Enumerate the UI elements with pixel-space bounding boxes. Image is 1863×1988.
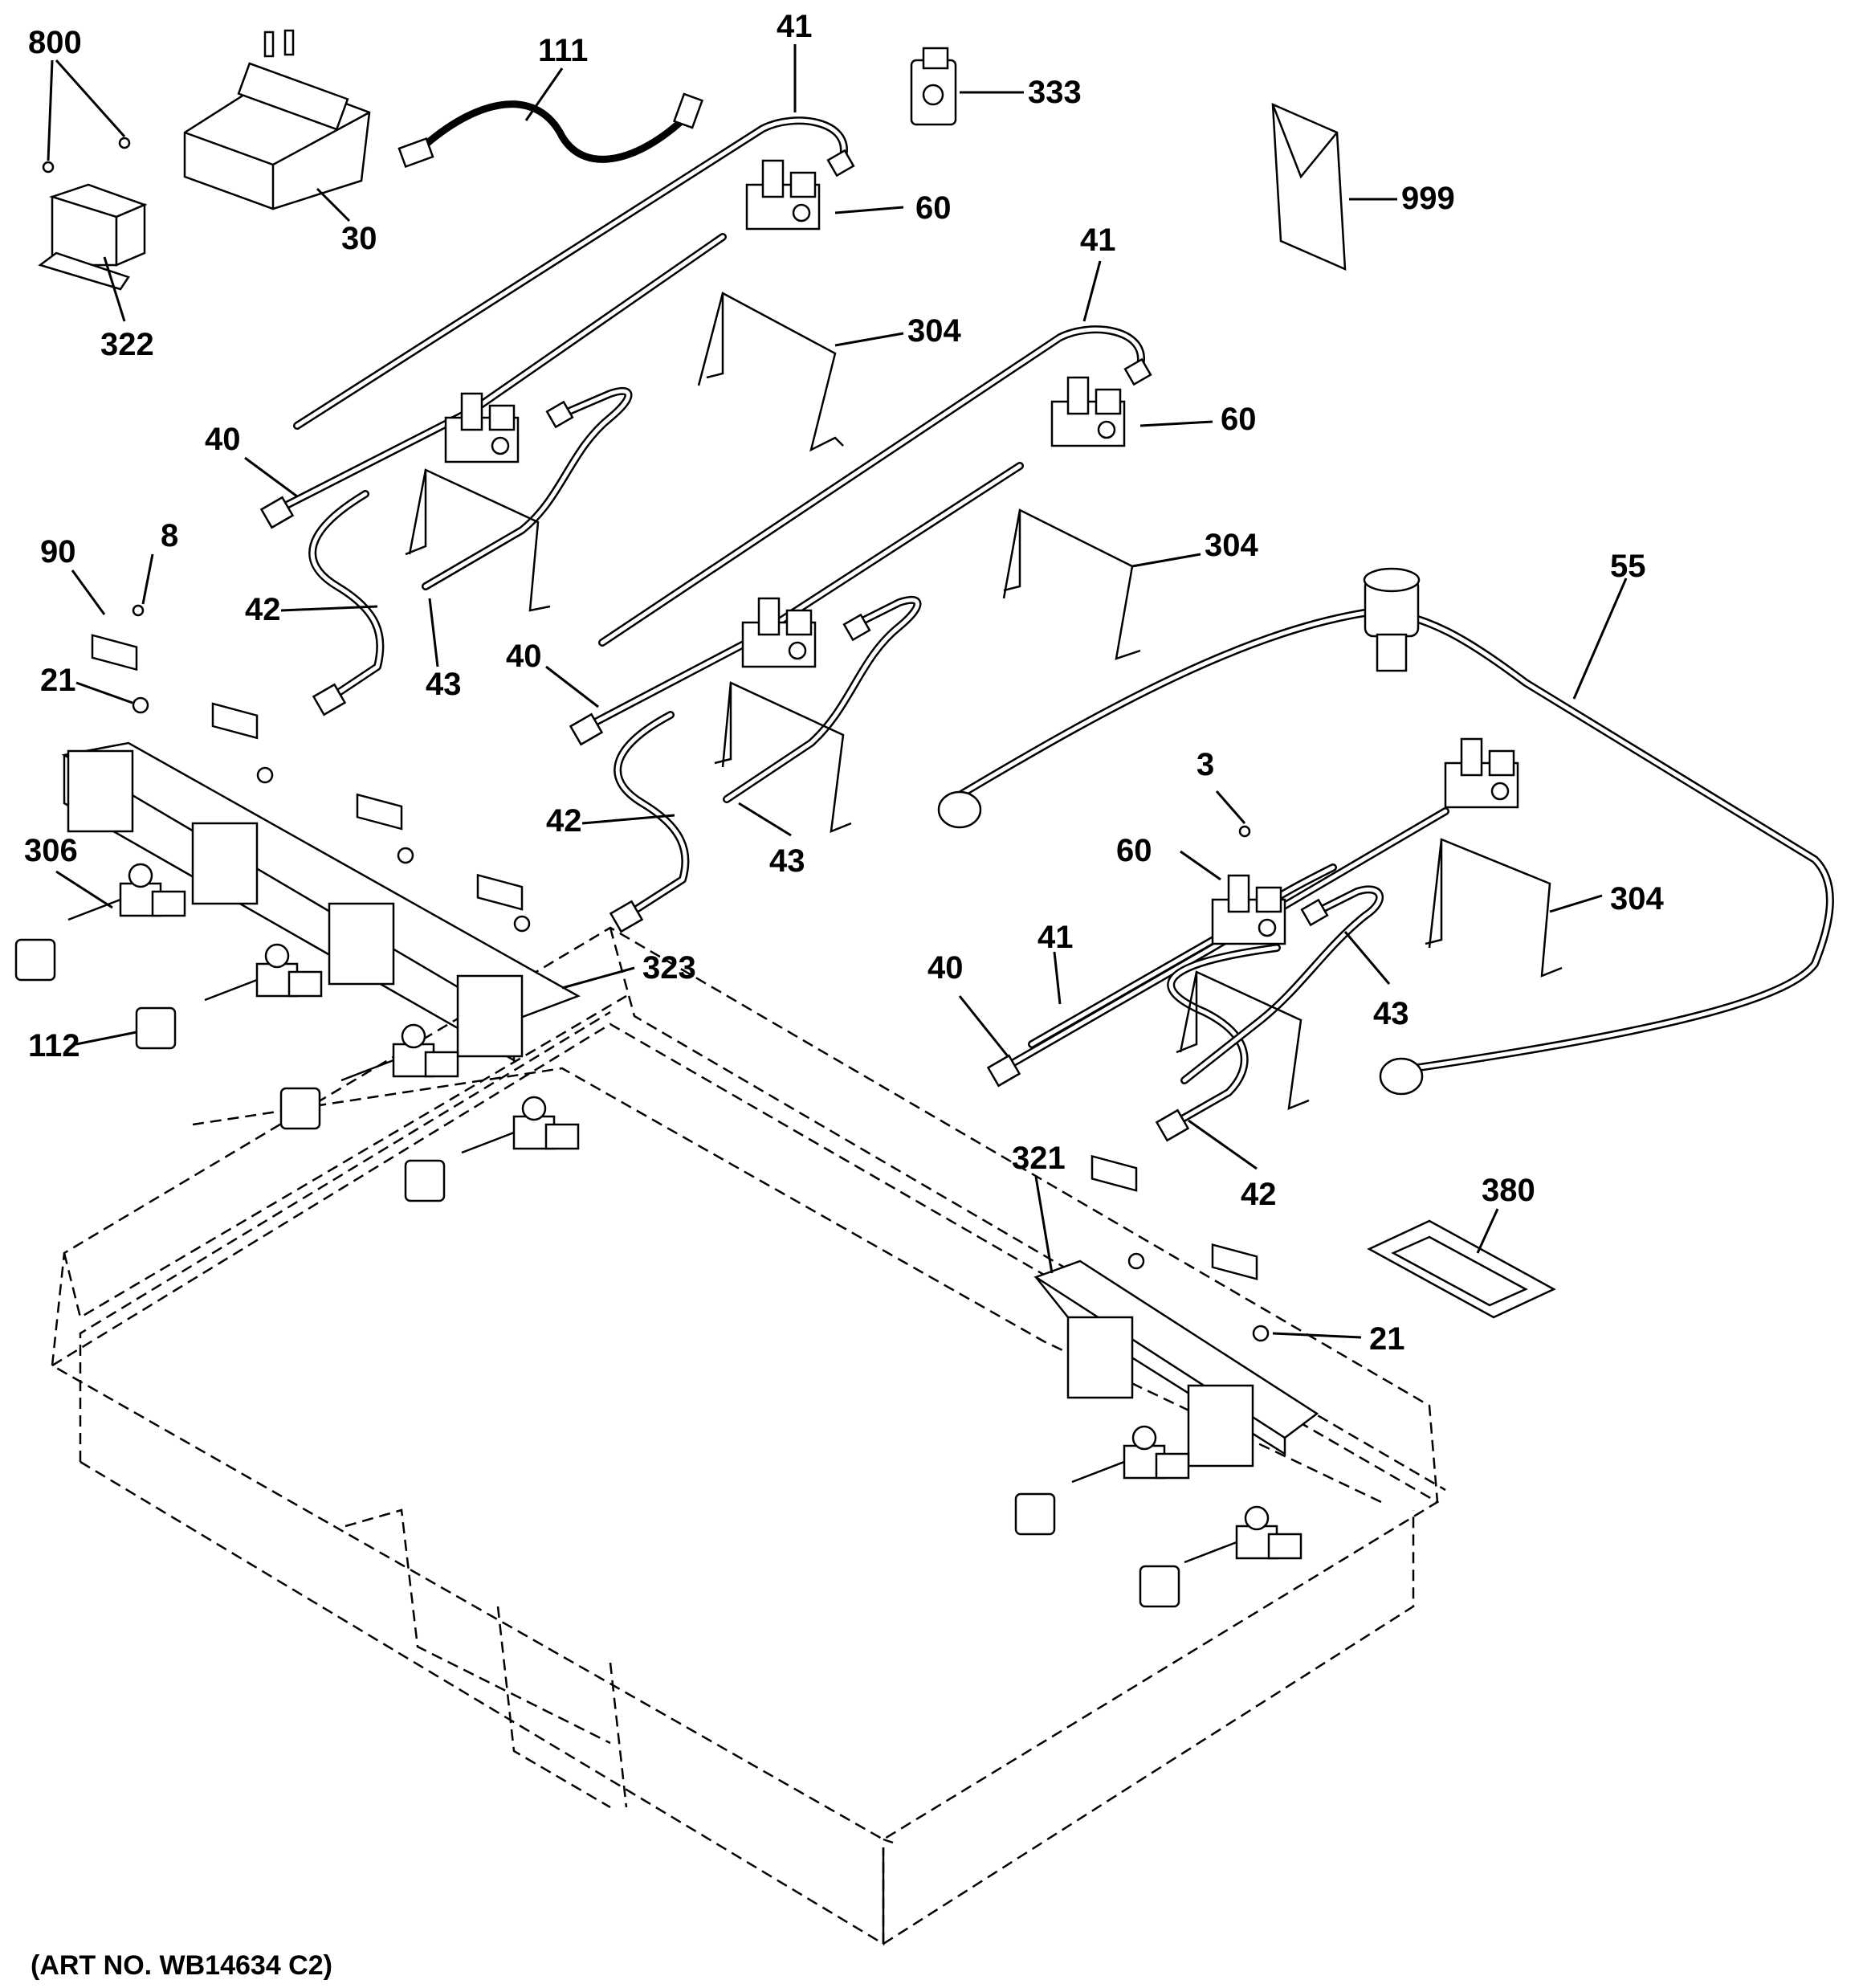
literature-999 [1271, 103, 1347, 271]
callout-60-top: 60 [915, 190, 952, 226]
callout-60-mid: 60 [1221, 402, 1257, 437]
tube-fittings [259, 149, 1424, 1142]
callout-380: 380 [1482, 1173, 1535, 1208]
pressure-regulator-55 [1363, 567, 1421, 672]
gas-valves-60 [444, 159, 1519, 945]
callout-43-low: 43 [1373, 996, 1409, 1031]
callout-8: 8 [161, 518, 178, 553]
callout-304-low: 304 [1610, 881, 1664, 916]
callout-333: 333 [1028, 75, 1082, 110]
art-number: (ART NO. WB14634 C2) [31, 1950, 332, 1981]
transformer-322 [38, 137, 148, 291]
callout-42-low: 42 [1241, 1177, 1277, 1212]
brackets-304 [405, 292, 1563, 1110]
callout-60-low: 60 [1116, 833, 1152, 868]
callout-112: 112 [28, 1028, 80, 1063]
callout-40-mid: 40 [506, 639, 542, 674]
callout-41-mid: 41 [1080, 222, 1116, 258]
callout-90: 90 [40, 534, 76, 569]
callout-21-left: 21 [40, 663, 76, 698]
callout-43-mid: 43 [769, 843, 805, 879]
callout-55: 55 [1610, 549, 1646, 584]
knobs-112 [14, 938, 1180, 1608]
manifold-rail-323 [61, 741, 581, 1063]
callout-3: 3 [1196, 747, 1214, 782]
spark-module-30 [183, 29, 371, 210]
callout-322: 322 [100, 327, 154, 362]
callout-41-top: 41 [777, 9, 813, 44]
leader-lines [47, 44, 1628, 1339]
callout-labels: 800 111 41 333 30 60 999 322 41 304 40 6… [24, 9, 1664, 1981]
gas-tubing [273, 92, 1834, 1129]
callout-323: 323 [642, 950, 696, 986]
callout-30: 30 [341, 221, 377, 256]
callout-321: 321 [1012, 1141, 1066, 1176]
callout-999: 999 [1401, 181, 1455, 216]
callout-43-top: 43 [426, 667, 462, 702]
callout-21-right: 21 [1369, 1321, 1405, 1357]
callout-42-mid: 42 [546, 803, 582, 839]
switch-333 [910, 47, 957, 126]
tray-380 [1367, 1219, 1556, 1319]
callout-304-mid: 304 [1205, 528, 1258, 563]
callout-111: 111 [538, 33, 588, 68]
manifold-rail-321 [1033, 1259, 1319, 1468]
callout-41-low: 41 [1037, 920, 1074, 955]
igniter-switches-90 [91, 634, 1258, 1280]
screws [132, 604, 1270, 1342]
callout-306: 306 [24, 833, 78, 868]
burner-valves-306 [67, 863, 1302, 1564]
callout-800: 800 [28, 25, 82, 60]
callout-40-low: 40 [927, 950, 964, 986]
callout-42-top: 42 [245, 592, 281, 627]
callout-40-top: 40 [205, 422, 241, 457]
callout-304-top: 304 [907, 313, 961, 349]
